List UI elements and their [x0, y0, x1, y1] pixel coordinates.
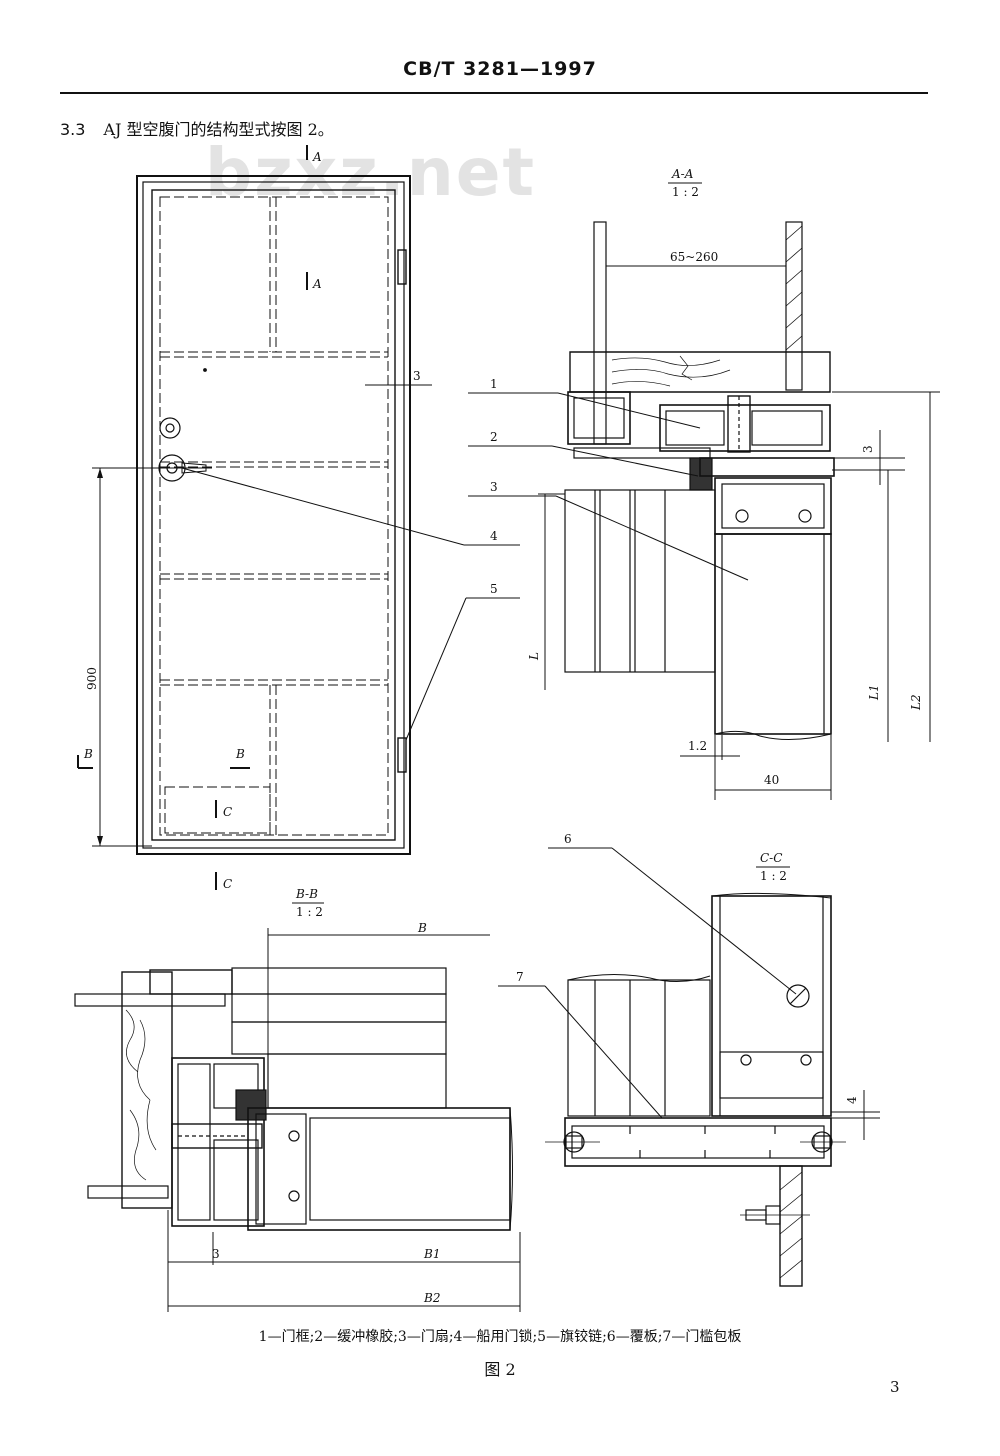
figure-caption: 图 2: [484, 1360, 516, 1379]
callout-7: 7: [516, 970, 524, 984]
watermark-logo: bzxz.net: [205, 134, 537, 211]
section-heading: 3.3 AJ 型空腹门的结构型式按图 2。: [60, 116, 334, 140]
door-front-view: A A B B C C 900 3 4 5: [77, 145, 520, 891]
bb-dim-b1: B1: [423, 1247, 440, 1261]
door-label-a-top: A: [312, 150, 322, 164]
bb-scale: 1 : 2: [296, 905, 323, 919]
aa-scale: 1 : 2: [672, 185, 699, 199]
callout-6: 6: [564, 832, 572, 846]
cc-scale: 1 : 2: [760, 869, 787, 883]
bb-title: B-B: [295, 887, 318, 901]
aa-dim-40: 40: [764, 773, 779, 787]
aa-title: A-A: [671, 167, 694, 181]
page-number: 3: [890, 1378, 900, 1396]
callout-3-aa: 3: [490, 480, 498, 494]
section-cc: C-C 1 : 2: [498, 832, 880, 1287]
aa-dim-l1: L1: [867, 684, 881, 701]
section-number: 3.3: [60, 120, 86, 139]
callout-1: 1: [490, 377, 498, 391]
dim-900: 900: [85, 667, 99, 690]
callout-4: 4: [490, 529, 498, 543]
door-label-b-left: B: [83, 747, 93, 761]
aa-dim-gap: 65~260: [670, 250, 718, 264]
aa-dim-l: L: [527, 652, 541, 661]
section-aa: A-A 1 : 2 65~260: [468, 167, 940, 800]
aa-dim-3: 3: [861, 445, 875, 453]
figure-legend: 1—门框;2—缓冲橡胶;3—门扇;4—船用门锁;5—旗铰链;6—覆板;7—门槛包…: [258, 1329, 742, 1345]
bb-dim-3: 3: [212, 1247, 220, 1261]
section-bb: B-B 1 : 2 B: [74, 887, 521, 1312]
cc-title: C-C: [760, 851, 782, 865]
door-label-c-mid: C: [223, 805, 232, 819]
cc-dim-4: 4: [845, 1096, 859, 1104]
door-label-a-mid: A: [312, 277, 322, 291]
aa-dim-1-2: 1.2: [688, 739, 707, 753]
standard-header: CB/T 3281—1997: [403, 58, 597, 80]
bb-dim-b: B: [417, 921, 427, 935]
callout-5: 5: [490, 582, 498, 596]
bb-dim-b2: B2: [423, 1291, 440, 1305]
section-text: AJ 型空腹门的结构型式按图 2。: [103, 120, 334, 139]
door-label-b-mid: B: [235, 747, 245, 761]
door-label-c-bottom: C: [223, 877, 232, 891]
aa-dim-l2: L2: [909, 694, 923, 711]
callout-3-door: 3: [413, 369, 421, 383]
callout-2: 2: [490, 430, 498, 444]
header-rule: [60, 92, 928, 94]
